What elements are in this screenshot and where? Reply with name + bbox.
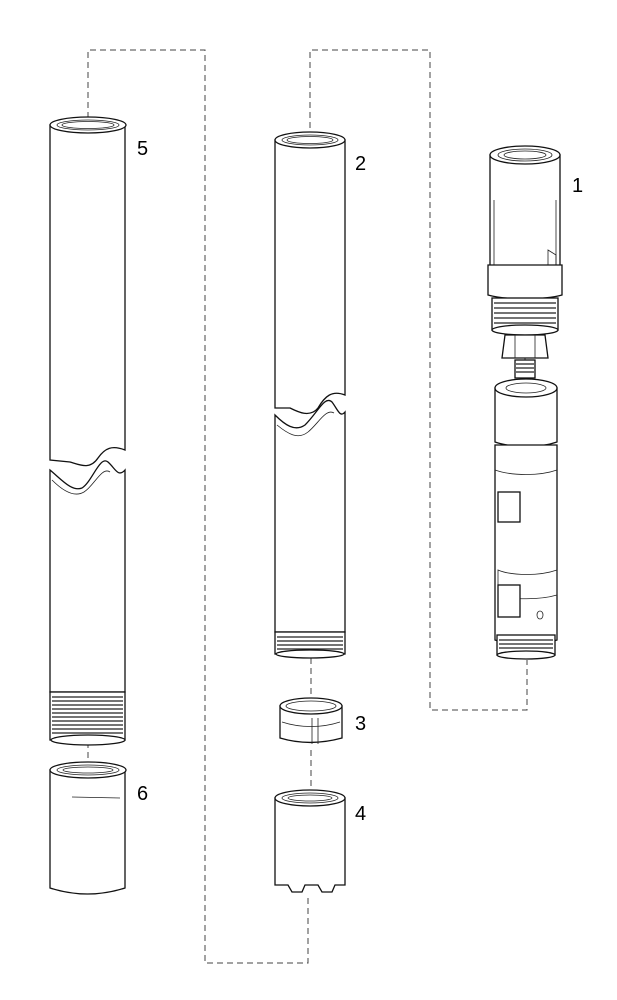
head-window-upper (497, 491, 521, 523)
part-3-core-lifter (279, 697, 343, 744)
outer-tube-lower (49, 460, 126, 693)
reaming-shell-rim (49, 761, 127, 779)
inner-tube-lower (274, 399, 346, 633)
outer-tube-upper (49, 124, 126, 467)
part-label-1: 1 (572, 175, 583, 197)
head-window-lower (497, 584, 521, 618)
part-label-2: 2 (355, 153, 366, 175)
head-pin-hole (536, 610, 544, 620)
part-6-reaming-shell (49, 761, 127, 895)
part-5-outer-tube (49, 116, 127, 746)
part-2-inner-tube (274, 131, 346, 659)
head-spindle (514, 359, 536, 379)
core-lifter-body (279, 705, 343, 744)
guide-line-outer-tube (87, 49, 309, 964)
outer-tube-threads (52, 696, 123, 734)
part-label-5: 5 (137, 138, 148, 160)
part-label-6: 6 (137, 783, 148, 805)
part-1-head-assembly (487, 145, 563, 660)
guide-line-inner-tube (309, 49, 528, 711)
core-lifter-case-rim (274, 789, 346, 807)
head-hex-nut (501, 334, 549, 359)
part-4-core-lifter-case (274, 789, 346, 893)
inner-tube-upper (274, 139, 346, 415)
reaming-shell-body (49, 769, 126, 895)
outer-tube-top-thread (56, 119, 120, 131)
head-housing (489, 154, 561, 270)
part-label-4: 4 (355, 803, 366, 825)
inner-tube-top-rim (274, 131, 346, 149)
core-lifter-case-body (274, 797, 346, 893)
part-label-3: 3 (355, 713, 366, 735)
outer-tube-top-rim (49, 116, 127, 134)
core-lifter-rim (279, 697, 343, 715)
part-labels: 5 2 1 3 4 6 (137, 138, 583, 825)
core-lifter-slot (311, 718, 319, 744)
